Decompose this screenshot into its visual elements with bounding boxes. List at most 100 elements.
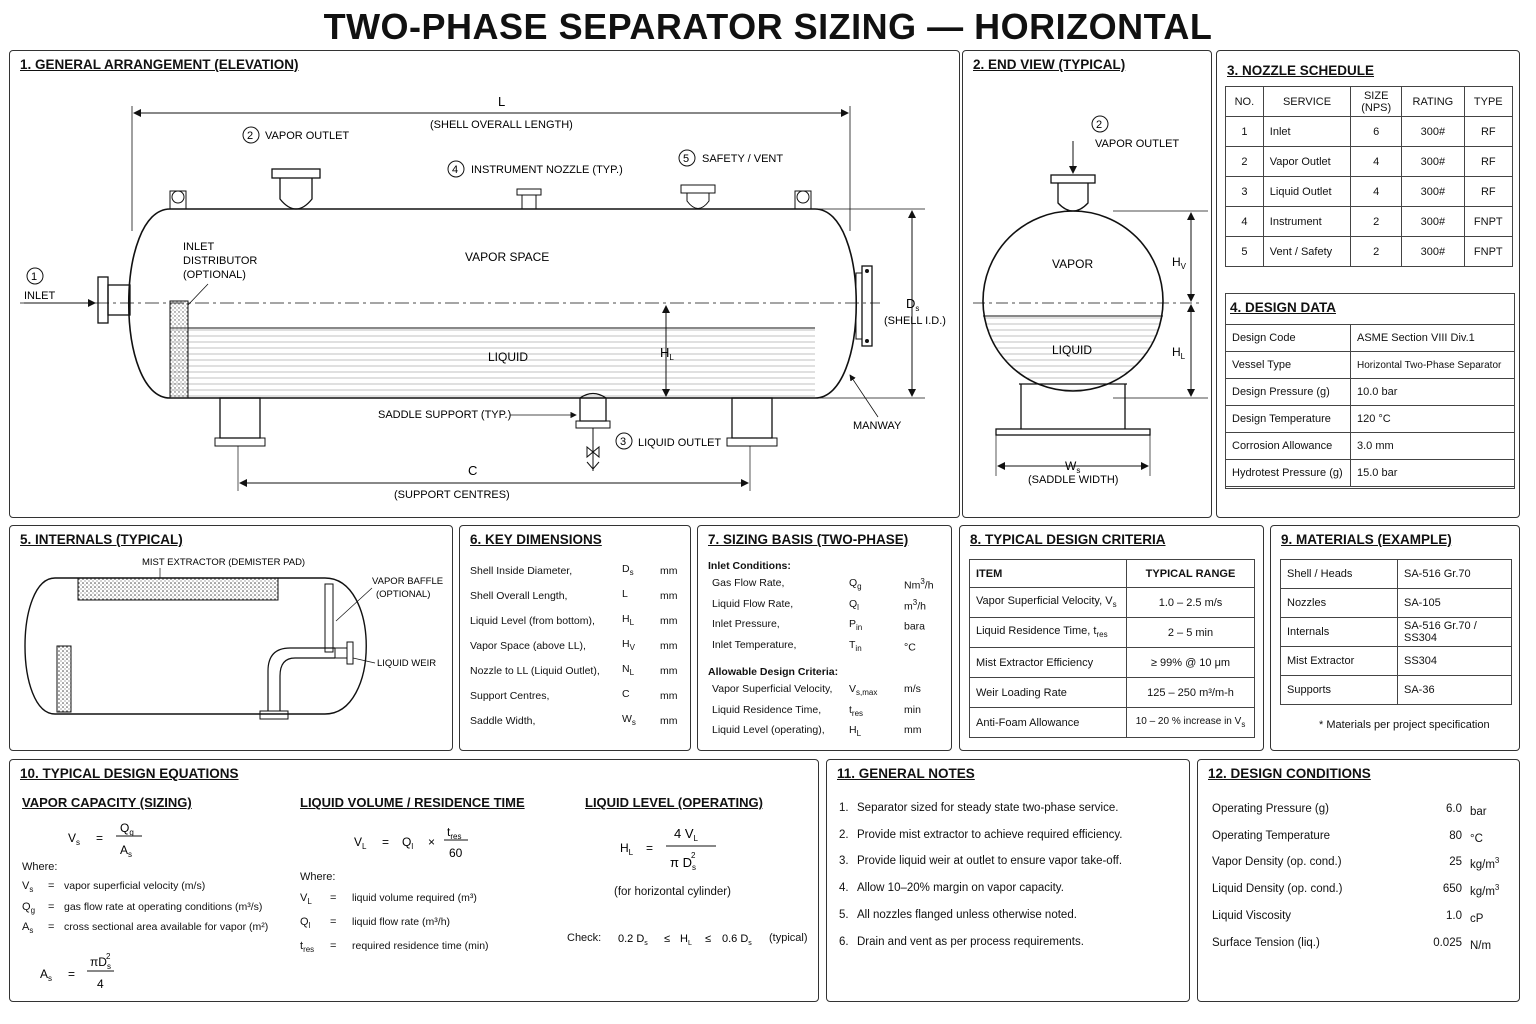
callout-2: 2 [1096, 119, 1102, 131]
dim-HV: HV [1172, 255, 1187, 271]
svg-text:Vs: Vs [68, 831, 80, 847]
svg-text:=: = [96, 831, 103, 845]
saddle-label: SADDLE SUPPORT (TYP.) [378, 409, 511, 421]
mist-extractor-pad [77, 577, 279, 601]
liquid-outlet-label: LIQUID OUTLET [638, 437, 721, 449]
svg-text:As: As [40, 967, 52, 983]
instrument-nozzle [516, 188, 542, 196]
vapor-outlet-label: VAPOR OUTLET [265, 130, 349, 142]
inlet-distributor [169, 300, 189, 399]
inlet-distributor [56, 645, 72, 713]
elevation-drawing: L (SHELL OVERALL LENGTH) Ds (SHELL I.D.)… [20, 94, 946, 501]
where-label: Where: [300, 871, 336, 883]
svg-text:4: 4 [97, 977, 104, 991]
panel-heading: 2. END VIEW (TYPICAL) [973, 57, 1126, 72]
dim-Ds-label: Ds [906, 296, 919, 313]
panel-nozzle-schedule: 3. NOZZLE SCHEDULE NO. SERVICE SIZE (NPS… [1216, 50, 1520, 518]
callout-4: 4 [452, 164, 458, 176]
inlet-distributor-label-2: DISTRIBUTOR [183, 255, 257, 267]
horizontal-cylinder-note: (for horizontal cylinder) [614, 886, 731, 898]
liquid-label: LIQUID [488, 350, 528, 364]
panel-heading: 7. SIZING BASIS (TWO-PHASE) [708, 532, 909, 547]
end-saddle [995, 383, 1151, 436]
svg-text:=: = [646, 841, 653, 855]
end-view-drawing: 2 VAPOR OUTLET VAPOR LIQUID HV HL Ws (SA… [973, 115, 1208, 486]
liquid-volume-equation: VL = Ql × tres 60 [354, 825, 468, 860]
note-item: 3.Provide liquid weir at outlet to ensur… [839, 855, 1123, 868]
col-header: SIZE (NPS) [1350, 86, 1403, 117]
inlet-nozzle [97, 276, 109, 324]
note-item: 6.Drain and vent as per process requirem… [839, 935, 1084, 948]
check-label: Check: [567, 932, 602, 944]
saddle-right [726, 397, 778, 447]
svg-text:π Ds2: π Ds2 [670, 851, 696, 872]
dim-Ws-desc: (SADDLE WIDTH) [1028, 474, 1118, 486]
panel-key-dimensions: 6. KEY DIMENSIONS Shell Inside Diameter,… [459, 525, 691, 751]
callout-1: 1 [31, 271, 37, 283]
vapor-label: VAPOR [1052, 257, 1093, 271]
svg-text:60: 60 [449, 846, 463, 860]
panel-general-notes: 11. GENERAL NOTES 1.Separator sized for … [826, 759, 1190, 1002]
svg-text:4 VL: 4 VL [674, 826, 699, 843]
table-row: Hydrotest Pressure (g)15.0 bar [1225, 459, 1515, 487]
svg-text:tres: tres [447, 825, 461, 841]
internals-drawing: MIST EXTRACTOR (DEMISTER PAD) VAPOR BAFF… [24, 557, 443, 720]
dim-HL: HL [1172, 345, 1186, 361]
liquid-weir [259, 641, 354, 720]
svg-text:HL: HL [680, 933, 692, 947]
dim-HL-label: HL [660, 345, 674, 362]
table-row: Design Pressure (g)10.0 bar [1225, 378, 1515, 406]
liquid-label: LIQUID [1052, 343, 1092, 357]
definition-row: Qg=gas flow rate at operating conditions… [22, 900, 263, 915]
where-label: Where: [22, 861, 58, 873]
note-item: 5.All nozzles flanged unless otherwise n… [839, 908, 1077, 921]
definition-row: tres=required residence time (min) [300, 940, 489, 955]
safety-vent-label: SAFETY / VENT [702, 153, 783, 165]
design-data-heading: 4. DESIGN DATA [1230, 300, 1337, 315]
manway [861, 265, 873, 347]
svg-text:×: × [428, 835, 435, 849]
definition-row: As=cross sectional area available for va… [22, 921, 269, 936]
panel-heading: 8. TYPICAL DESIGN CRITERIA [970, 532, 1166, 547]
panel-heading: 9. MATERIALS (EXAMPLE) [1281, 532, 1452, 547]
liquid-region [170, 328, 815, 398]
callout-5: 5 [683, 153, 689, 165]
allowable-criteria-title: Allowable Design Criteria: [708, 666, 839, 678]
svg-text:Ql: Ql [402, 835, 413, 851]
svg-text:=: = [68, 967, 75, 981]
baffle-label-1: VAPOR BAFFLE [372, 576, 443, 587]
panel-general-arrangement: 1. GENERAL ARRANGEMENT (ELEVATION) [9, 50, 960, 518]
col-header: SERVICE [1262, 86, 1352, 117]
definition-row: Vs=vapor superficial velocity (m/s) [22, 880, 206, 895]
panel-heading: 10. TYPICAL DESIGN EQUATIONS [20, 766, 239, 781]
panel-sizing-basis: 7. SIZING BASIS (TWO-PHASE) Inlet Condit… [697, 525, 952, 751]
check-inequality: 0.2 Ds ≤ HL ≤ 0.6 Ds [618, 933, 752, 947]
safety-vent-nozzle [680, 184, 716, 194]
liquid-volume-title: LIQUID VOLUME / RESIDENCE TIME [300, 795, 525, 810]
inlet-label: INLET [24, 290, 55, 302]
